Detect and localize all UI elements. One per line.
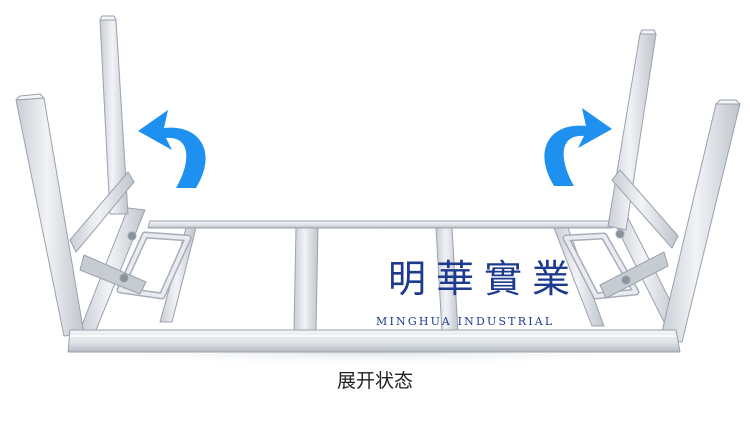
watermark-chinese: 明華實業 [388, 257, 581, 301]
right-unfold-arrow-icon [544, 108, 612, 186]
table-frame [15, 15, 741, 353]
caption-unfolded-state: 展开状态 [336, 370, 413, 392]
left-unfold-arrow-icon [138, 110, 206, 188]
watermark-english: MINGHUA INDUSTRIAL [376, 315, 555, 328]
